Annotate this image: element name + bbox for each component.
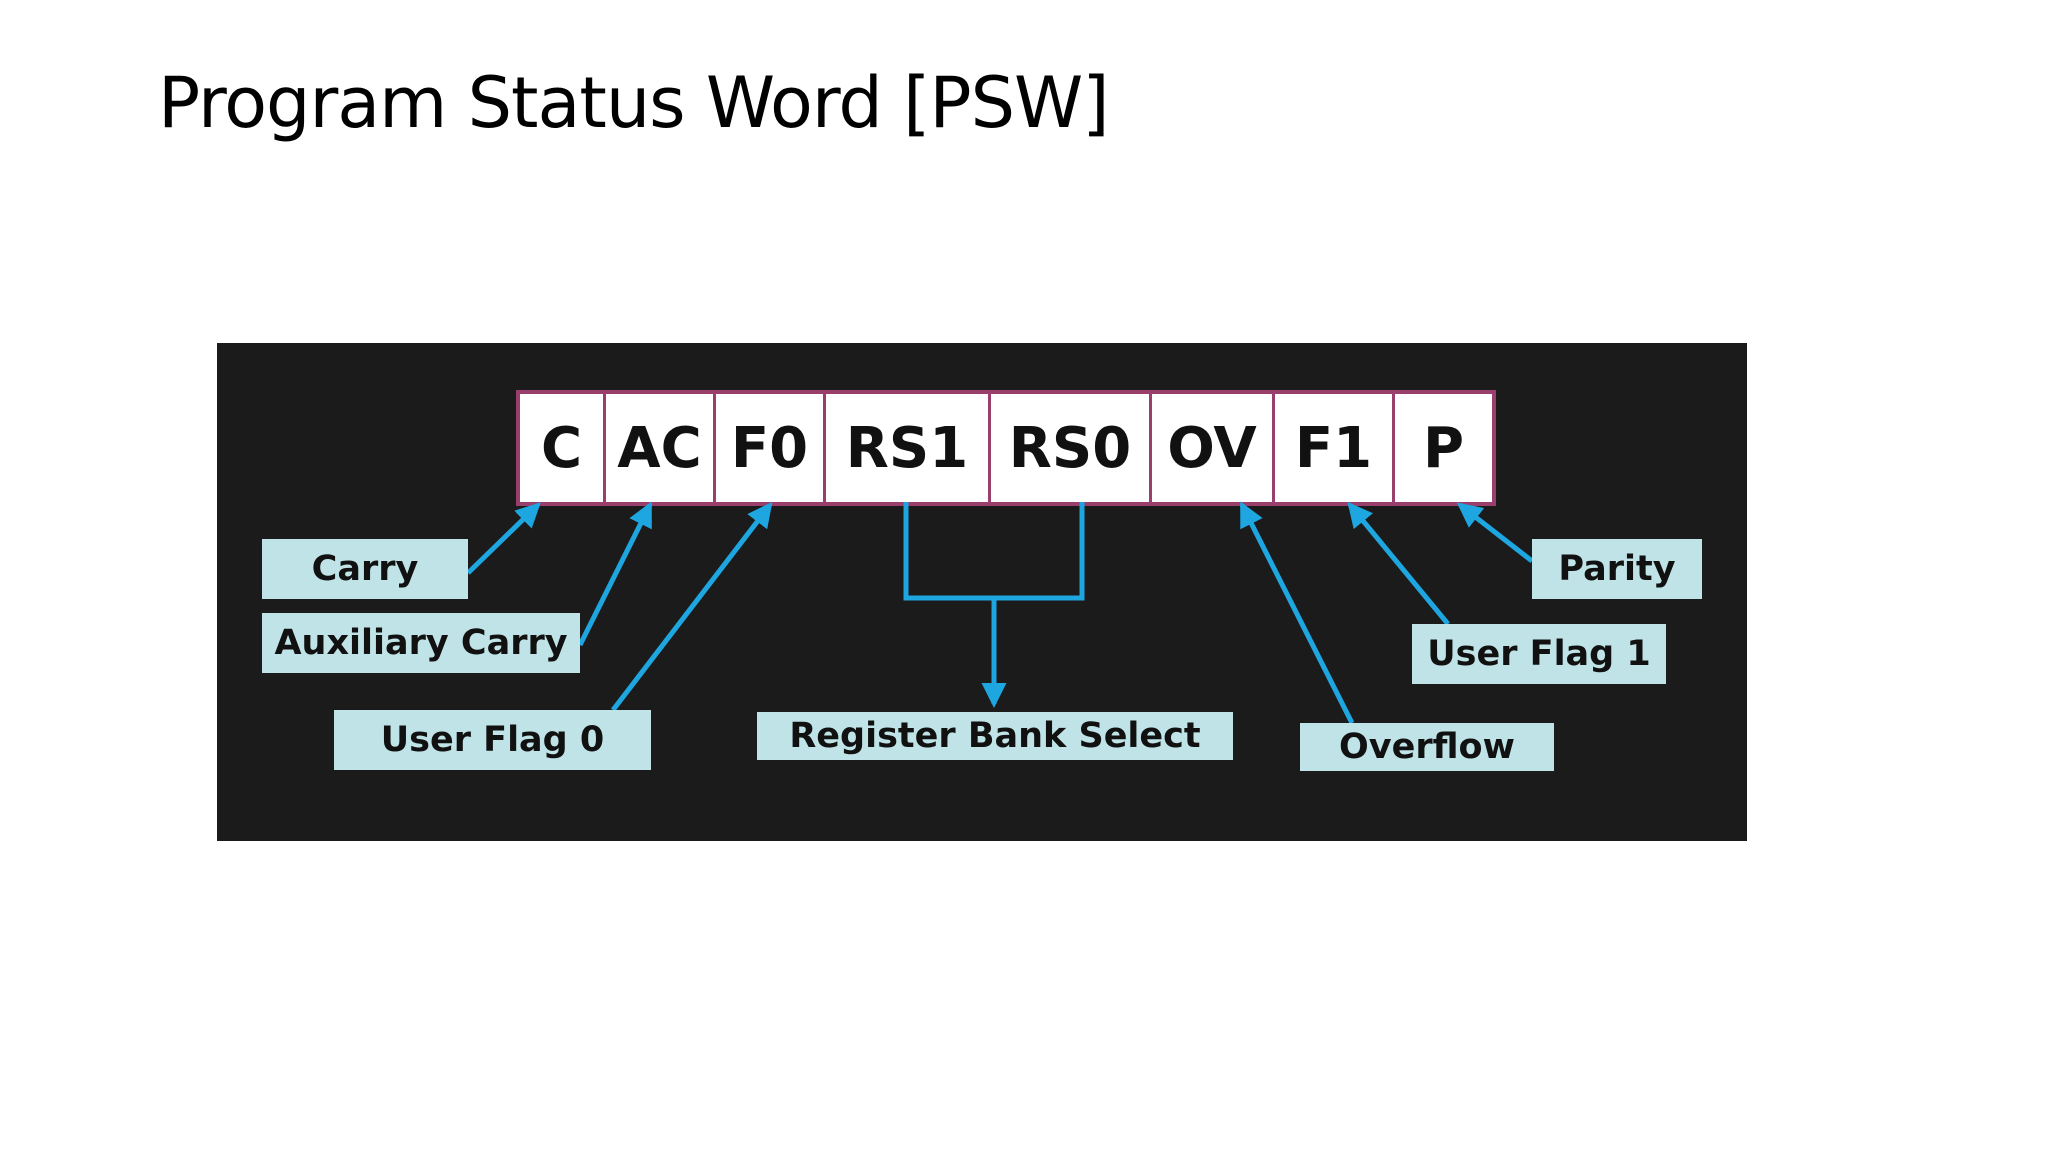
bit-rs0: RS0 [991,394,1152,502]
arrow-auxiliary-carry [577,501,653,647]
label-user-flag-0: User Flag 0 [334,710,651,770]
bit-rs1: RS1 [826,394,991,502]
label-register-bank-select: Register Bank Select [757,712,1233,760]
arrow-user-flag-1 [1347,501,1450,626]
bit-ov: OV [1152,394,1275,502]
bit-f0: F0 [716,394,826,502]
arrow-parity [1456,502,1534,563]
slide-title: Program Status Word [PSW] [158,62,1110,144]
arrow-overflow [1239,501,1355,725]
label-user-flag-1: User Flag 1 [1412,624,1666,684]
psw-register: C AC F0 RS1 RS0 OV F1 P [516,390,1496,506]
arrow-user-flag-0 [611,501,773,712]
bit-c: C [520,394,606,502]
label-auxiliary-carry: Auxiliary Carry [262,613,580,673]
bit-ac: AC [606,394,716,502]
bit-p: P [1422,415,1465,481]
label-parity: Parity [1532,539,1702,599]
bit-f1: F1 [1275,394,1395,502]
label-carry: Carry [262,539,468,599]
arrow-carry [466,502,541,575]
bracket-register-bank [903,502,1085,601]
label-overflow: Overflow [1300,723,1554,771]
